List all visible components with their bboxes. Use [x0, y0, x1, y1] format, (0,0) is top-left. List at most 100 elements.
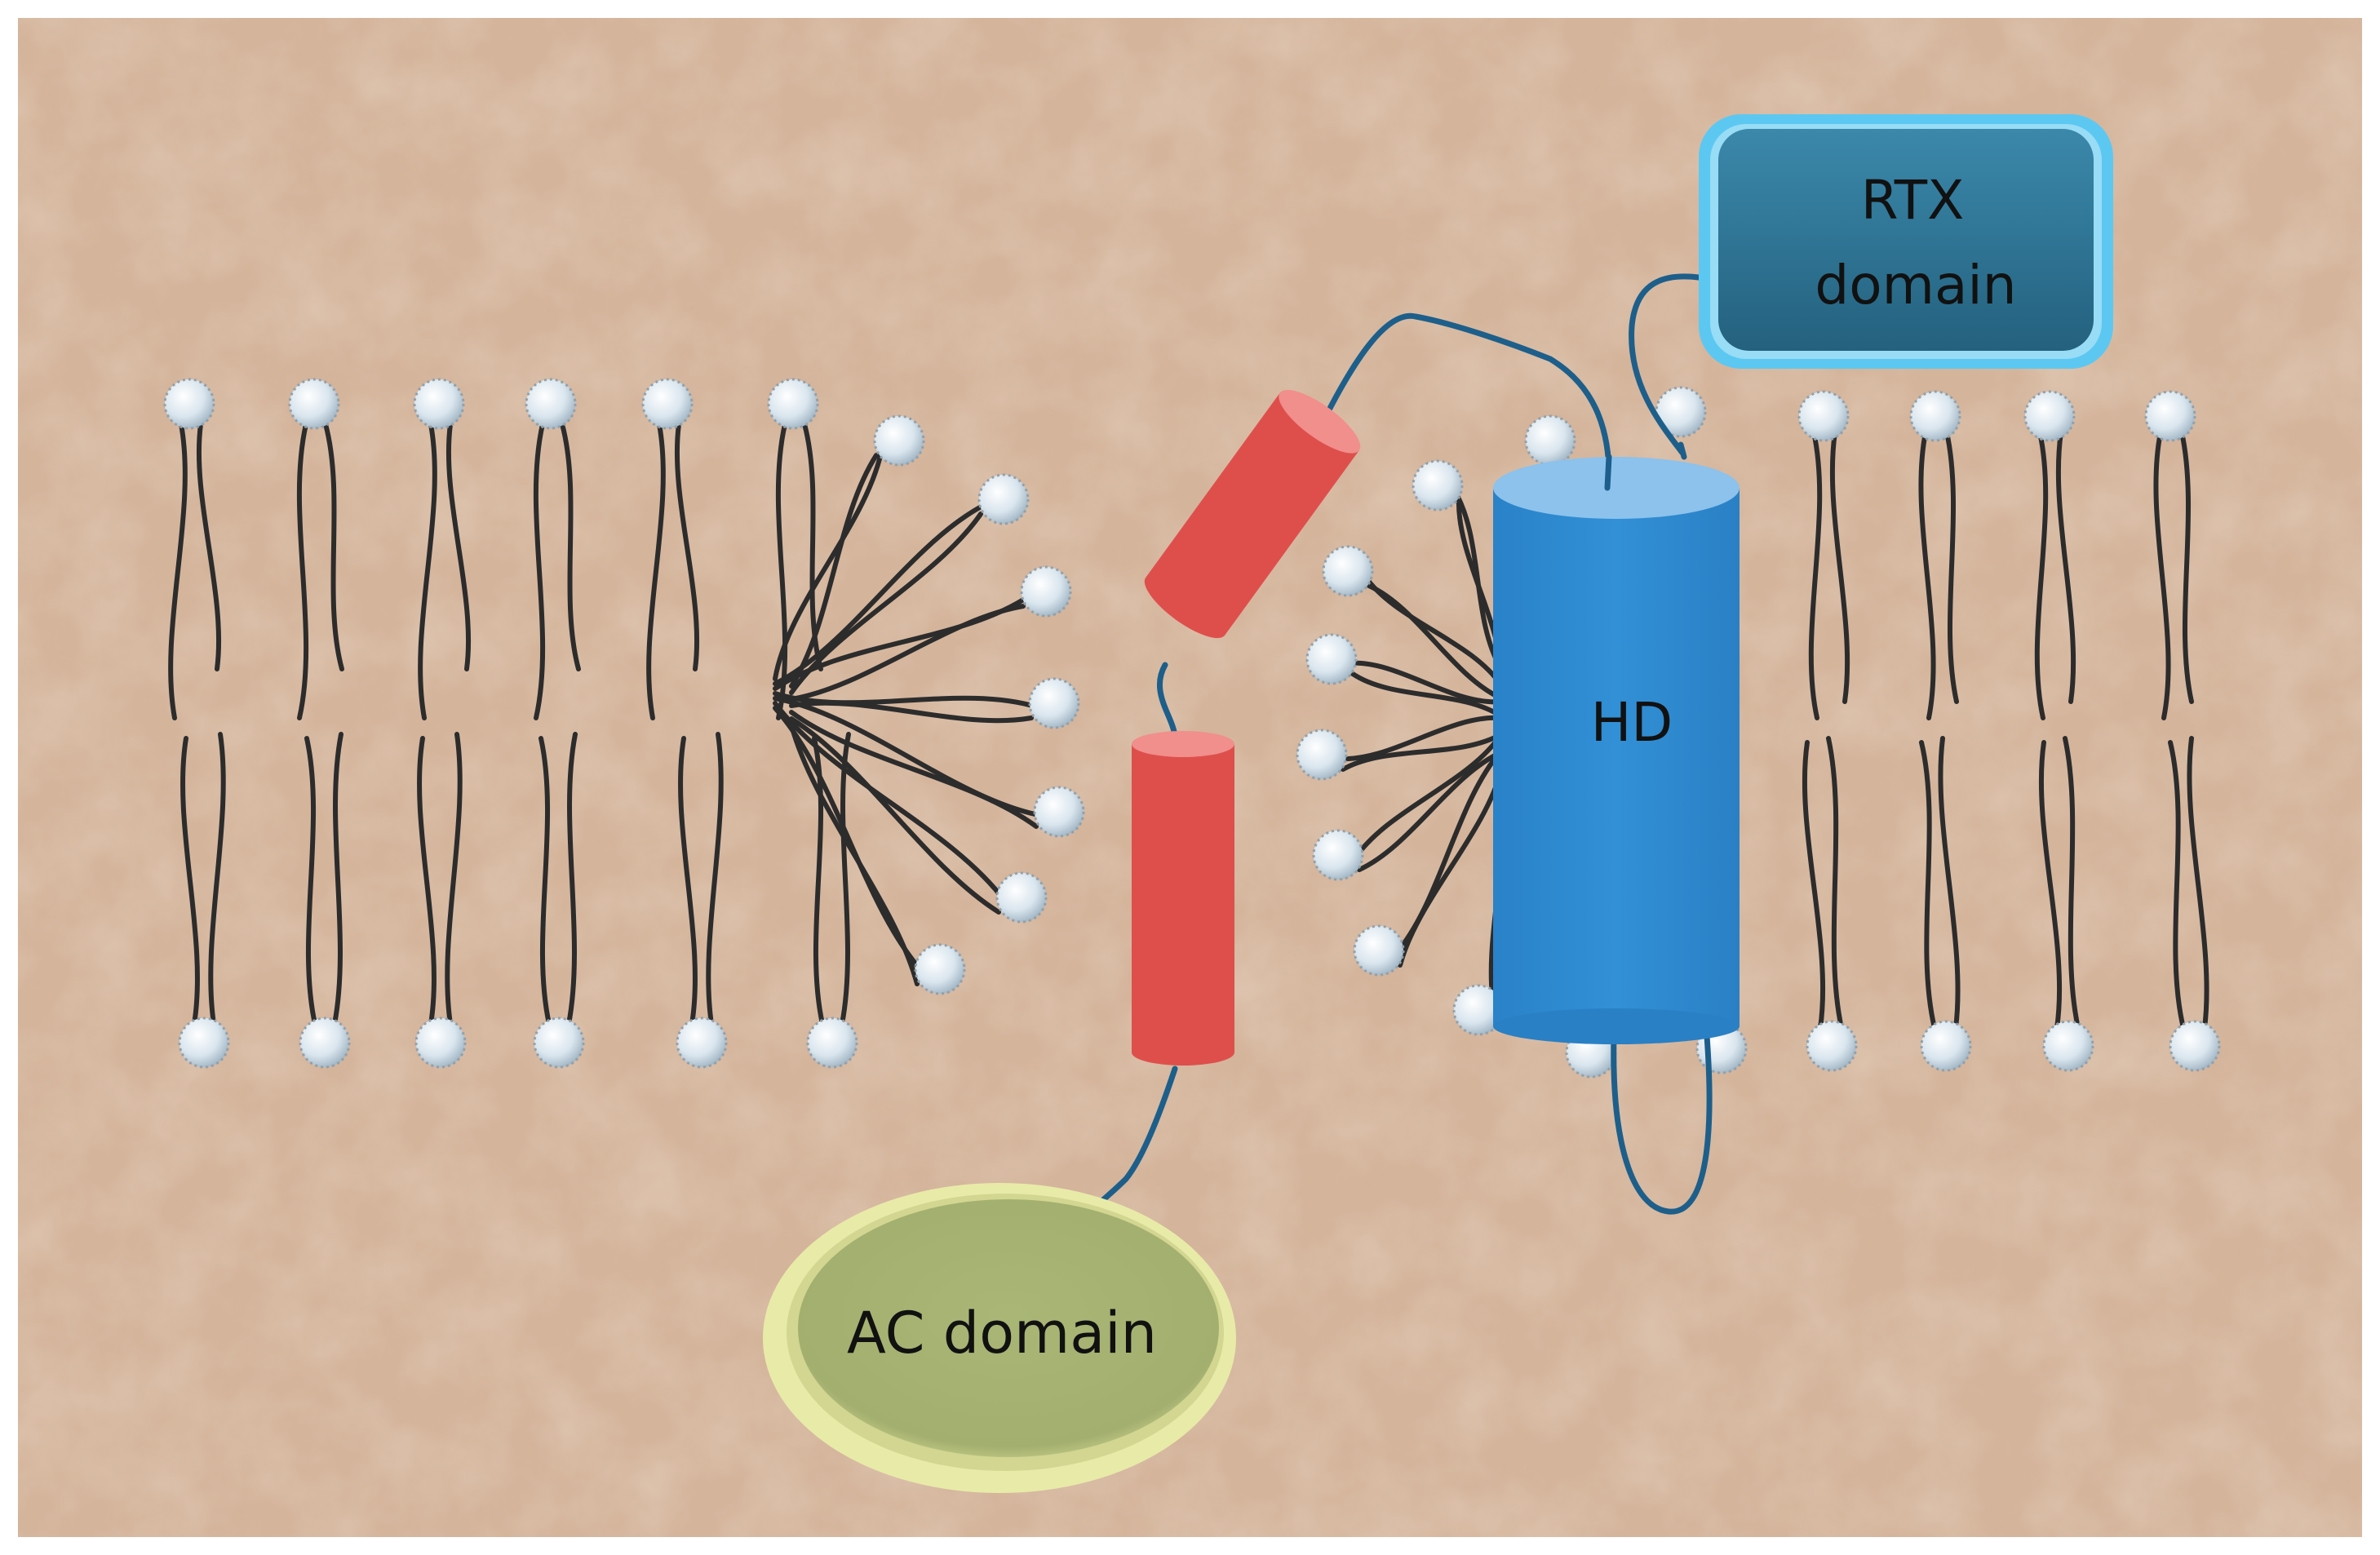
- lipid-tail: [2034, 430, 2049, 720]
- lipid-tail: [304, 736, 317, 1026]
- lipid-tail: [2187, 736, 2209, 1030]
- lipid-tail: [773, 442, 885, 681]
- lipid-tail: [646, 422, 666, 720]
- lipid-tail: [2038, 740, 2063, 1030]
- lipid-tail: [789, 700, 1034, 724]
- hd-cylinder: [1493, 457, 1740, 1044]
- lipid-head: [1909, 390, 1961, 442]
- lipid-tail: [789, 723, 920, 986]
- lipid-tail: [1944, 430, 1959, 704]
- lipid-tail: [2168, 740, 2186, 1030]
- lipid-head: [641, 378, 694, 430]
- lipid-tail: [1352, 732, 1504, 862]
- lipid-head: [676, 1017, 728, 1069]
- lipid-head: [2042, 1020, 2094, 1072]
- linker-hd-to-rtx: [1629, 273, 1702, 456]
- lipid-head: [914, 943, 966, 995]
- lipid-head: [873, 414, 925, 467]
- lipid-tail: [445, 422, 472, 671]
- lipid-tail: [1808, 430, 1823, 720]
- lipid-head: [163, 378, 215, 430]
- lipid-head: [1524, 414, 1576, 467]
- lipid-tail: [1350, 671, 1504, 719]
- lipid-tail: [678, 736, 698, 1026]
- lipid-tail: [180, 736, 200, 1026]
- lipid-head: [767, 378, 819, 430]
- lipid-head: [1655, 386, 1707, 438]
- ac-domain: [763, 1183, 1236, 1493]
- lipid-tail: [1398, 768, 1504, 968]
- lipid-tail: [789, 710, 1039, 829]
- lipid-tail: [2063, 736, 2081, 1030]
- lipid-head: [299, 1017, 351, 1069]
- lipid-head: [1033, 786, 1085, 838]
- lipid-tail: [332, 732, 343, 1026]
- lipid-head: [977, 473, 1030, 525]
- lipid-head: [1806, 1020, 1858, 1072]
- lipid-tail: [1336, 715, 1504, 762]
- lipid-tail: [533, 422, 546, 720]
- lipid-head: [533, 1017, 585, 1069]
- lipid-head: [288, 378, 340, 430]
- lipid-tail: [417, 736, 437, 1026]
- lipid-head: [178, 1017, 230, 1069]
- lipid-head: [1312, 829, 1364, 881]
- lipid-head: [413, 378, 465, 430]
- lipid-head: [525, 378, 577, 430]
- lipid-head: [2023, 390, 2076, 442]
- rtx-label-line2: domain: [1815, 254, 2016, 317]
- lipid-tail: [1357, 750, 1504, 872]
- lipid-tail: [2055, 430, 2076, 704]
- lipid-head: [1028, 677, 1080, 729]
- lipid-tail: [418, 422, 437, 720]
- lipid-head: [1020, 565, 1072, 618]
- lipid-tail: [773, 501, 990, 686]
- amphipathic-helix-1: [1144, 389, 1361, 639]
- lipid-tail: [296, 422, 309, 720]
- lipid-tail: [674, 422, 700, 671]
- ac-label: AC domain: [847, 1300, 1157, 1367]
- lipid-tail: [789, 604, 1026, 702]
- lipid-head: [2169, 1020, 2221, 1072]
- lipid-tail: [2153, 430, 2171, 720]
- hd-bottom-loop: [1611, 1033, 1713, 1215]
- lipid-tail: [168, 422, 188, 720]
- lipid-head: [1305, 633, 1358, 685]
- lipid-tail: [566, 732, 578, 1026]
- lipid-tail: [1367, 583, 1504, 701]
- linker-hd-top-stub: [1604, 454, 1612, 491]
- lipid-head: [1353, 924, 1405, 977]
- lipid-tail: [1345, 660, 1504, 705]
- lipid-tail: [196, 422, 222, 671]
- lipid-head: [995, 871, 1048, 924]
- lipid-head: [1920, 1020, 1972, 1072]
- hd-label: HD: [1591, 691, 1673, 754]
- linker-rtx-stub: [1678, 441, 1687, 460]
- lipid-tail: [2179, 430, 2194, 704]
- lipid-head: [1797, 390, 1850, 442]
- lipid-tail: [1829, 430, 1850, 704]
- lipid-tail: [445, 732, 463, 1026]
- lipid-tail: [323, 422, 344, 671]
- linker-helix-to-hd: [1319, 312, 1612, 491]
- lipid-tail: [1802, 740, 1826, 1030]
- lipid-tail: [789, 716, 1001, 915]
- rtx-domain: [1699, 114, 2113, 369]
- lipid-head: [1412, 459, 1464, 512]
- lipid-tail: [1341, 732, 1504, 772]
- rtx-label-line1: RTX: [1861, 169, 1965, 232]
- lipid-tail: [538, 736, 552, 1026]
- lipid-tail: [773, 691, 1040, 710]
- lipid-tail: [773, 701, 1008, 904]
- lipid-tail: [1938, 736, 1961, 1030]
- lipid-bilayer: [163, 378, 2221, 1079]
- lipid-tail: [1919, 740, 1937, 1030]
- lipid-head: [1296, 729, 1348, 781]
- lipid-tail: [1918, 430, 1936, 720]
- lipid-tail: [208, 732, 226, 1026]
- lipid-tail: [560, 422, 581, 671]
- lipid-head: [1322, 545, 1374, 597]
- lipid-head: [2144, 390, 2196, 442]
- lipid-head: [414, 1017, 467, 1069]
